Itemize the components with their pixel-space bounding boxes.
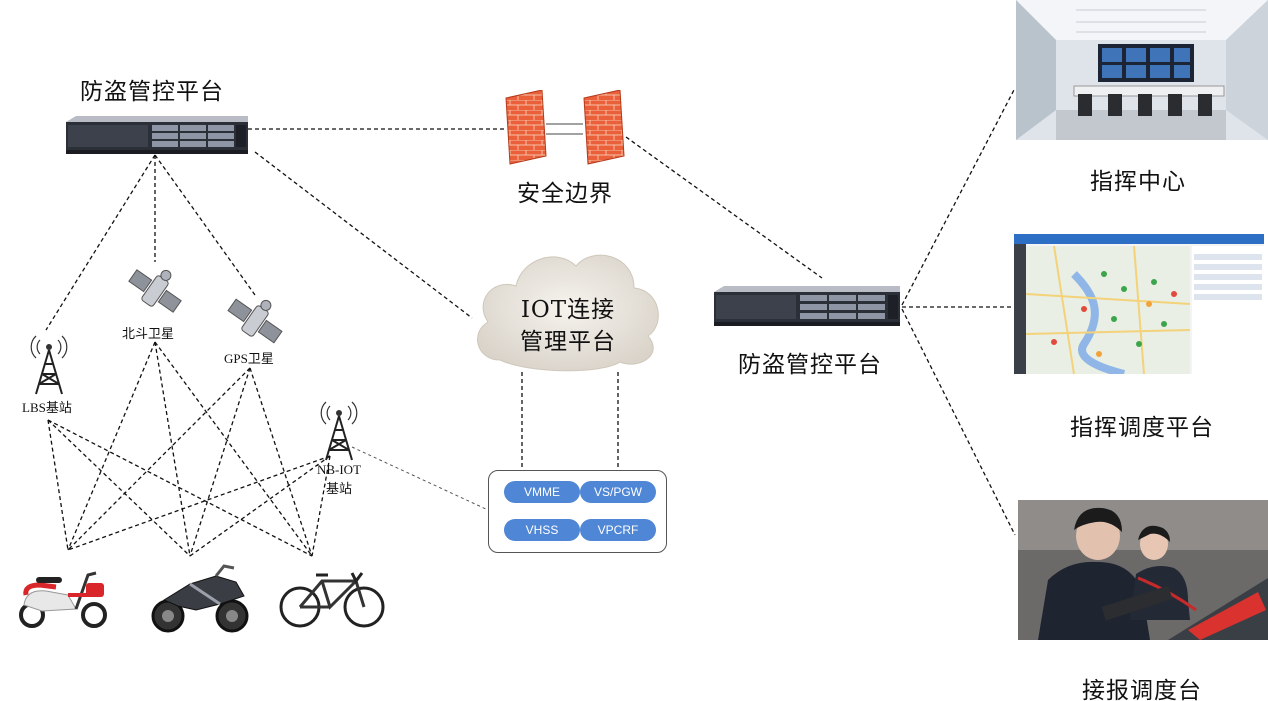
firewall-icon bbox=[505, 90, 625, 165]
reception-desk-photo bbox=[1018, 500, 1268, 640]
reception-label: 接报调度台 bbox=[1082, 678, 1202, 701]
nbiot-label-line1: NB-IOT bbox=[316, 462, 362, 477]
core-network-box: VMME VS/PGW VHSS VPCRF bbox=[488, 470, 667, 553]
cloud-label-line2: 管理平台 bbox=[520, 329, 616, 355]
satellite-beidou-icon bbox=[128, 269, 182, 313]
dispatch-platform-label: 指挥调度平台 bbox=[1070, 415, 1214, 441]
cloud-icon bbox=[477, 254, 659, 372]
dispatch-platform-screenshot bbox=[1014, 234, 1264, 374]
server-left-label: 防盗管控平台 bbox=[80, 79, 224, 105]
core-node-vhss: VHSS bbox=[504, 519, 580, 541]
cloud-label-line1: IOT连接 bbox=[520, 297, 616, 323]
firewall-label: 安全边界 bbox=[517, 181, 613, 207]
satellite-gps-icon bbox=[227, 298, 283, 344]
rack-server-left-icon bbox=[66, 116, 248, 154]
rack-server-right-icon bbox=[714, 286, 900, 326]
core-node-vmme: VMME bbox=[504, 481, 580, 503]
nbiot-label-line2: 基站 bbox=[325, 481, 352, 496]
core-node-vspgw: VS/PGW bbox=[580, 481, 656, 503]
command-center-photo bbox=[1016, 0, 1268, 140]
motorcycle-icon bbox=[151, 564, 249, 633]
bicycle-icon bbox=[279, 572, 385, 628]
core-node-vpcrf: VPCRF bbox=[580, 519, 656, 541]
command-center-label: 指挥中心 bbox=[1090, 169, 1186, 195]
server-right-label: 防盗管控平台 bbox=[738, 352, 882, 378]
electric-scooter-icon bbox=[19, 571, 107, 628]
nbiot-tower-icon bbox=[320, 401, 358, 461]
lbs-tower-icon bbox=[30, 335, 68, 395]
lbs-label: LBS基站 bbox=[22, 400, 72, 415]
beidou-label: 北斗卫星 bbox=[122, 326, 175, 341]
gps-label: GPS卫星 bbox=[224, 351, 274, 366]
